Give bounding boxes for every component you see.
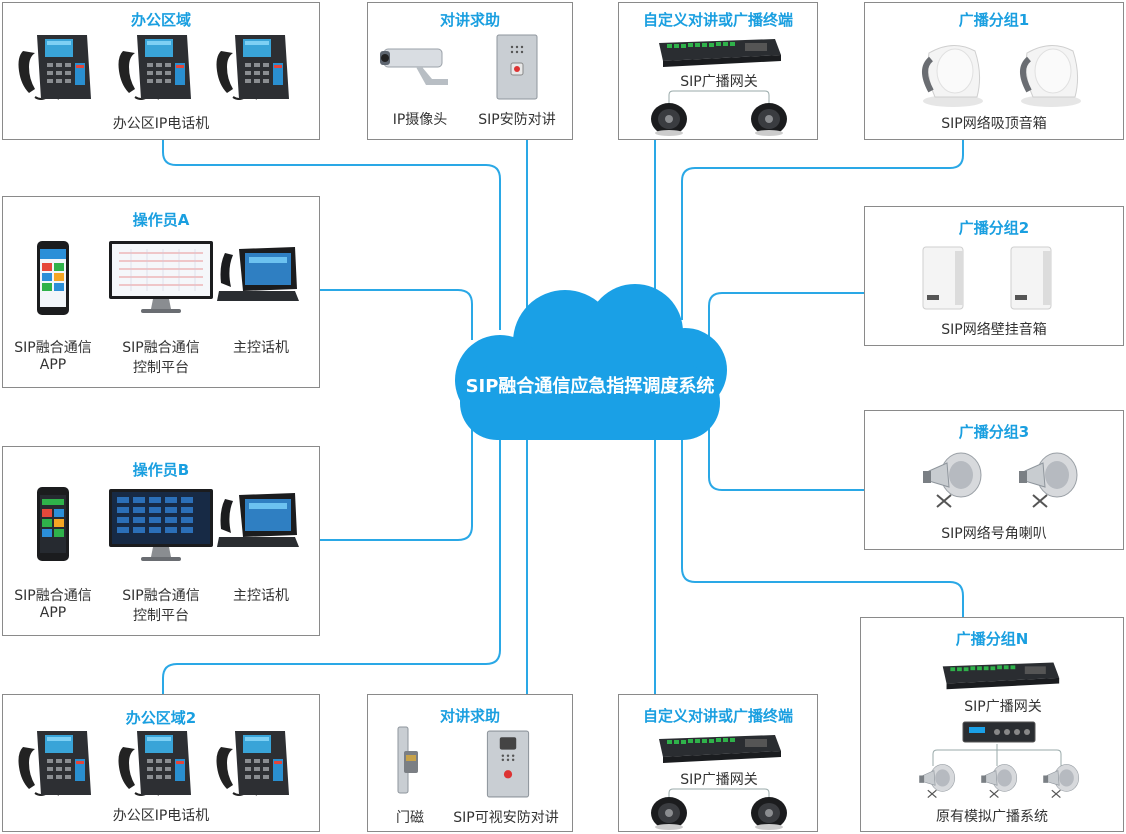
sip-video-intercom-label: SIP可视安防对讲 xyxy=(453,810,559,826)
office-area-2-title: 办公区域2 xyxy=(125,709,197,727)
horn-speaker-icon xyxy=(922,452,982,508)
link-groupN xyxy=(681,430,964,617)
operator-b-title: 操作员B xyxy=(132,461,190,479)
cloud-icon xyxy=(455,284,727,440)
wall-speaker-icon xyxy=(922,246,964,310)
office-area-2-box: 办公区域2 办公区IP电话机 xyxy=(2,694,320,832)
intercom-panel-icon xyxy=(496,34,538,100)
ip-phone-icon xyxy=(215,730,290,796)
sip-security-intercom-label: SIP安防对讲 xyxy=(478,112,556,128)
link-operatorA xyxy=(320,289,473,340)
door-magnet-label: 门磁 xyxy=(396,810,424,826)
monitor-icon xyxy=(108,240,214,314)
speaker-icon xyxy=(751,103,787,136)
camera-icon xyxy=(380,48,448,85)
operator-a-phone-label: 主控话机 xyxy=(233,340,289,356)
intercom-1-title: 对讲求助 xyxy=(439,11,500,29)
intercom-1-box: 对讲求助 IP摄像头 SIP安防对讲 xyxy=(367,2,573,140)
office-area-1-device-label: 办公区IP电话机 xyxy=(112,116,210,132)
link-group1 xyxy=(681,140,964,320)
operator-b-platform-label-1: SIP融合通信 xyxy=(122,588,200,604)
broadcast-group-1-box: 广播分组1 SIP网络吸顶音箱 xyxy=(864,2,1124,140)
monitor-icon xyxy=(109,489,213,561)
ceiling-speaker-icon xyxy=(1015,39,1087,109)
horn-speaker-icon xyxy=(1018,452,1078,508)
wall-speaker-label: SIP网络壁挂音箱 xyxy=(941,322,1047,338)
smartphone-icon xyxy=(37,487,69,561)
speaker-icon xyxy=(651,103,687,136)
link-operatorB xyxy=(320,420,473,541)
broadcast-group-3-title: 广播分组3 xyxy=(958,423,1030,441)
broadcast-group-n-title: 广播分组N xyxy=(955,630,1029,648)
intercom-2-title: 对讲求助 xyxy=(439,707,500,725)
gateway-icon xyxy=(659,735,781,763)
ip-phone-icon xyxy=(117,34,192,100)
operator-b-box: 操作员B SIP融合通信 APP SIP融合通信 控制平台 主控话机 xyxy=(2,446,320,636)
amplifier-icon xyxy=(962,721,1036,743)
horn-speaker-icon xyxy=(1042,763,1080,799)
gateway-icon xyxy=(942,662,1060,690)
broadcast-group-3-box: 广播分组3 SIP网络号角喇叭 xyxy=(864,410,1124,550)
office-area-2-device-label: 办公区IP电话机 xyxy=(112,808,210,824)
office-area-1-title: 办公区域 xyxy=(130,11,191,29)
ip-camera-label: IP摄像头 xyxy=(392,112,448,128)
ip-phone-icon xyxy=(17,730,92,796)
broadcast-group-2-title: 广播分组2 xyxy=(958,219,1030,237)
horn-speaker-label: SIP网络号角喇叭 xyxy=(941,526,1047,542)
custom-terminal-2-box: 自定义对讲或广播终端 SIP广播网关 xyxy=(618,694,818,832)
broadcast-group-n-box: 广播分组N SIP广播网关 原有模拟广播系统 xyxy=(860,617,1124,832)
horn-speaker-icon xyxy=(918,763,956,799)
operator-b-phone-label: 主控话机 xyxy=(233,588,289,604)
door-magnet-icon xyxy=(397,726,418,794)
gateway-icon xyxy=(659,39,781,67)
operator-b-app-label-2: APP xyxy=(39,605,67,621)
broadcast-group-1-title: 广播分组1 xyxy=(958,11,1030,29)
video-phone-icon xyxy=(217,247,299,301)
operator-b-app-label-1: SIP融合通信 xyxy=(14,588,92,604)
office-area-1-box: 办公区域 办公区IP电话机 xyxy=(2,2,320,140)
group-n-gateway-label: SIP广播网关 xyxy=(964,699,1042,715)
intercom-panel-icon xyxy=(486,730,530,798)
operator-a-platform-label-2: 控制平台 xyxy=(133,360,189,376)
link-group3 xyxy=(708,420,864,491)
custom-terminal-2-gateway-label: SIP广播网关 xyxy=(680,772,758,788)
operator-a-app-label-1: SIP融合通信 xyxy=(14,340,92,356)
ip-phone-icon xyxy=(215,34,290,100)
operator-b-platform-label-2: 控制平台 xyxy=(133,608,189,624)
custom-terminal-1-title: 自定义对讲或广播终端 xyxy=(642,11,793,29)
speaker-connect-lines xyxy=(668,788,770,801)
ceiling-speaker-icon xyxy=(917,39,989,109)
link-office2 xyxy=(162,430,501,694)
analog-broadcast-label: 原有模拟广播系统 xyxy=(936,809,1048,825)
video-phone-icon xyxy=(217,493,299,547)
intercom-2-box: 对讲求助 门磁 SIP可视安防对讲 xyxy=(367,694,573,832)
operator-a-title: 操作员A xyxy=(132,211,190,229)
ip-phone-icon xyxy=(117,730,192,796)
speaker-connect-lines xyxy=(668,90,770,103)
horn-speaker-icon xyxy=(980,763,1018,799)
operator-a-platform-label-1: SIP融合通信 xyxy=(122,340,200,356)
operator-a-box: 操作员A SIP融合通信 APP SIP融合通信 控制平台 主控话机 xyxy=(2,196,320,388)
wall-speaker-icon xyxy=(1010,246,1052,310)
center-system-label: SIP融合通信应急指挥调度系统 xyxy=(465,376,715,397)
operator-a-app-label-2: APP xyxy=(39,357,67,373)
ip-phone-icon xyxy=(17,34,92,100)
smartphone-icon xyxy=(37,241,69,315)
broadcast-group-2-box: 广播分组2 SIP网络壁挂音箱 xyxy=(864,206,1124,346)
custom-terminal-1-gateway-label: SIP广播网关 xyxy=(680,74,758,90)
speaker-icon xyxy=(751,797,787,830)
custom-terminal-2-title: 自定义对讲或广播终端 xyxy=(642,707,793,725)
link-office1 xyxy=(162,140,501,330)
ceiling-speaker-label: SIP网络吸顶音箱 xyxy=(941,116,1047,132)
speaker-connect-lines xyxy=(932,744,1062,766)
link-group2 xyxy=(708,292,864,340)
custom-terminal-1-box: 自定义对讲或广播终端 SIP广播网关 xyxy=(618,2,818,140)
speaker-icon xyxy=(651,797,687,830)
